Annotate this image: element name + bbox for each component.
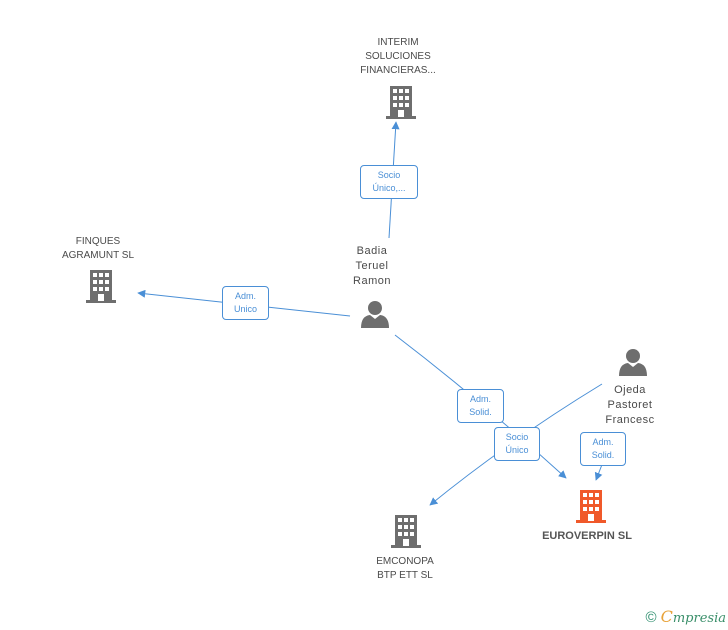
person-label-badia[interactable]: Badia Teruel Ramon: [353, 245, 391, 287]
company-label-finques[interactable]: FINQUES AGRAMUNT SL: [61, 236, 135, 261]
relation-badge-socio-unico[interactable]: Socio Único: [494, 427, 540, 461]
brand-logo-mark: C: [660, 607, 673, 626]
person-icon[interactable]: [361, 301, 389, 328]
building-icon-focus[interactable]: [576, 490, 606, 523]
building-icon[interactable]: [391, 515, 421, 548]
company-label-euroverpin[interactable]: EUROVERPIN SL: [542, 530, 632, 542]
company-label-interim[interactable]: INTERIM SOLUCIONES FINANCIERAS...: [360, 37, 436, 76]
relation-badge-adm-unico[interactable]: Adm. Unico: [222, 286, 269, 320]
person-label-ojeda[interactable]: Ojeda Pastoret Francesc: [605, 384, 655, 426]
building-icon[interactable]: [386, 86, 416, 119]
brand-logo-text: mpresia: [672, 611, 726, 626]
relation-badge-adm-solid[interactable]: Adm. Solid.: [457, 389, 504, 423]
brand-logo: ©Cmpresia: [646, 607, 726, 626]
building-icon[interactable]: [86, 270, 116, 303]
company-label-emconopa[interactable]: EMCONOPA BTP ETT SL: [376, 556, 434, 581]
copyright-icon: ©: [645, 609, 657, 626]
relation-badge-adm-solid[interactable]: Adm. Solid.: [580, 432, 626, 466]
relation-badge-socio-unico[interactable]: Socio Único,...: [360, 165, 418, 199]
person-icon[interactable]: [619, 349, 647, 376]
